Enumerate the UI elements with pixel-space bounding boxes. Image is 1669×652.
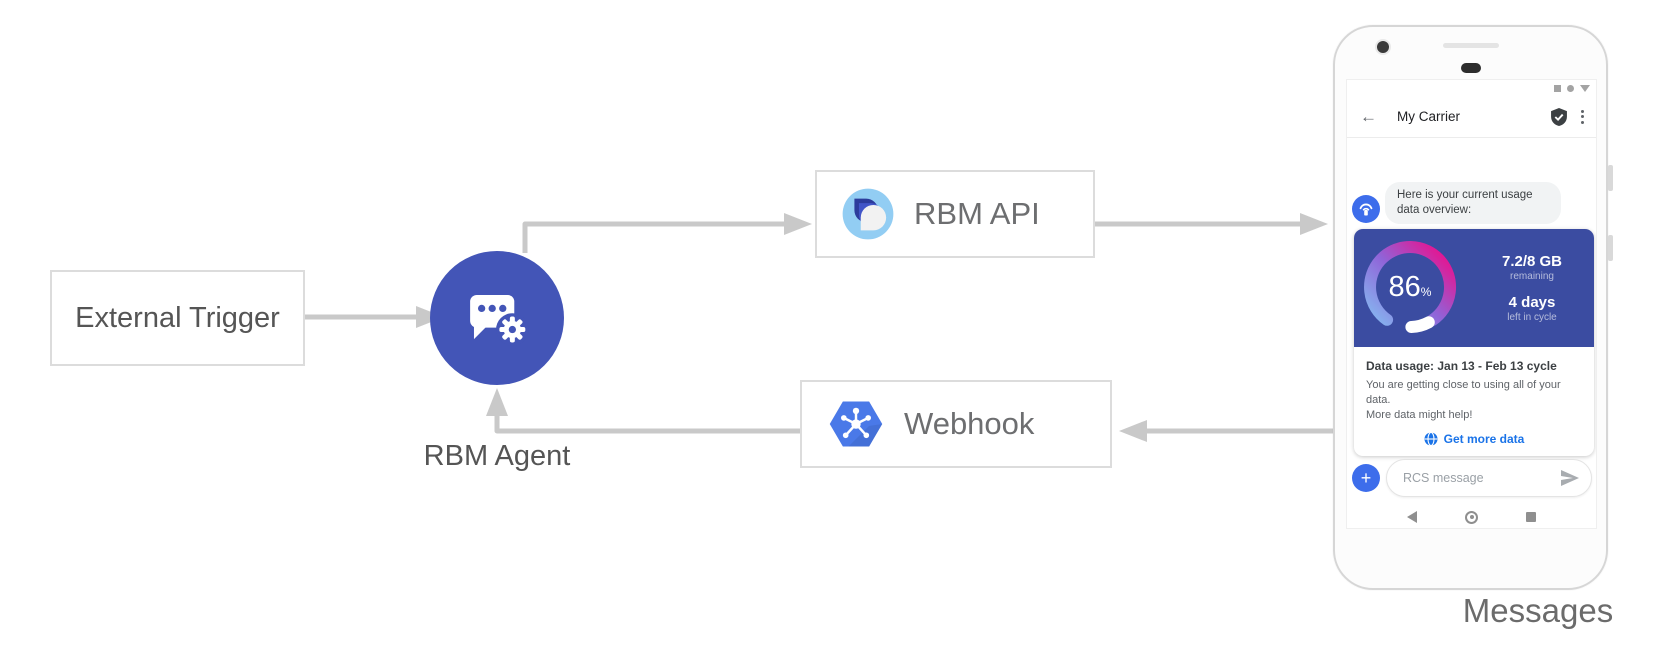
arrow-webhook-to-agent [486, 388, 800, 434]
rbm-agent-node [430, 251, 564, 385]
phone-power-button [1608, 165, 1613, 191]
conversation-title: My Carrier [1397, 109, 1460, 124]
chat-bubble: Here is your current usage data overview… [1385, 182, 1561, 224]
nav-recents-icon[interactable] [1526, 512, 1536, 522]
days-left-value: 4 days [1508, 294, 1556, 311]
attach-plus-button[interactable]: + [1352, 464, 1380, 492]
nav-back-icon[interactable] [1407, 511, 1417, 523]
phone-screen: ← My Carrier Here is your cu [1346, 79, 1597, 529]
conversation-header: ← My Carrier [1347, 96, 1596, 138]
usage-gauge [1364, 241, 1456, 333]
data-remaining-label: remaining [1510, 271, 1554, 282]
rbm-api-node: RBM API [815, 170, 1095, 258]
bubble-line-1: Here is your current usage [1397, 189, 1533, 201]
webhook-label: Webhook [904, 406, 1035, 441]
rbm-api-label: RBM API [914, 196, 1040, 231]
earpiece [1461, 63, 1481, 73]
webhook-node: Webhook [800, 380, 1112, 468]
usage-body-line-1: You are getting close to using all of yo… [1366, 379, 1561, 406]
gauge-percent-unit: % [1420, 285, 1432, 299]
status-square-icon [1554, 85, 1561, 92]
usage-card-body: Data usage: Jan 13 - Feb 13 cycle You ar… [1354, 347, 1594, 456]
agent-avatar [1352, 195, 1380, 223]
rbm-api-logo-icon [842, 188, 894, 240]
plus-icon: + [1360, 467, 1372, 488]
usage-card: 86 % 7.2/8 GB remaining 4 days left in c… [1354, 229, 1594, 456]
verified-shield-icon [1551, 107, 1567, 126]
gauge-percent-value: 86 [1388, 270, 1421, 303]
arrow-external-to-agent [305, 306, 444, 328]
status-bar [1554, 85, 1590, 92]
arrow-phone-to-webhook [1119, 420, 1333, 442]
usage-summary: 7.2/8 GB remaining 4 days left in cycle [1476, 229, 1588, 347]
cycle-title: Data usage: Jan 13 - Feb 13 cycle [1366, 359, 1557, 373]
days-left-label: left in cycle [1507, 312, 1557, 323]
get-more-data-button[interactable]: Get more data [1366, 432, 1582, 446]
message-composer [1386, 459, 1592, 497]
usage-card-header: 86 % 7.2/8 GB remaining 4 days left in c… [1354, 229, 1594, 347]
arrow-api-to-phone [1095, 213, 1328, 235]
status-circle-icon [1567, 85, 1574, 92]
usage-body-line-2: More data might help! [1366, 409, 1473, 421]
send-icon[interactable] [1560, 469, 1580, 487]
get-more-data-label: Get more data [1443, 432, 1525, 446]
data-remaining-value: 7.2/8 GB [1501, 253, 1563, 270]
webhook-hexagon-icon [829, 401, 883, 447]
overflow-menu-icon[interactable] [1581, 109, 1584, 124]
globe-icon [1424, 432, 1438, 446]
phone-volume-button [1608, 235, 1613, 261]
gauge-percent: 86 % [1362, 239, 1458, 335]
back-arrow-icon[interactable]: ← [1360, 106, 1377, 126]
front-camera [1377, 41, 1389, 53]
external-trigger-node: External Trigger [50, 270, 305, 366]
bubble-line-2: data overview: [1397, 204, 1472, 216]
external-trigger-label: External Trigger [75, 301, 280, 334]
chat-bubble-gear-icon [470, 294, 529, 346]
rcs-message-input[interactable] [1401, 461, 1551, 495]
arrow-agent-to-api [522, 213, 812, 253]
android-navbar [1347, 504, 1596, 528]
speaker-slot [1443, 43, 1499, 48]
phone-caption: Messages [1462, 592, 1614, 629]
rbm-agent-label: RBM Agent [423, 440, 571, 472]
status-signal-icon [1580, 85, 1590, 92]
antenna-icon [1359, 203, 1373, 216]
nav-home-icon[interactable] [1465, 510, 1478, 524]
phone-mockup: ← My Carrier Here is your cu [1333, 25, 1613, 590]
